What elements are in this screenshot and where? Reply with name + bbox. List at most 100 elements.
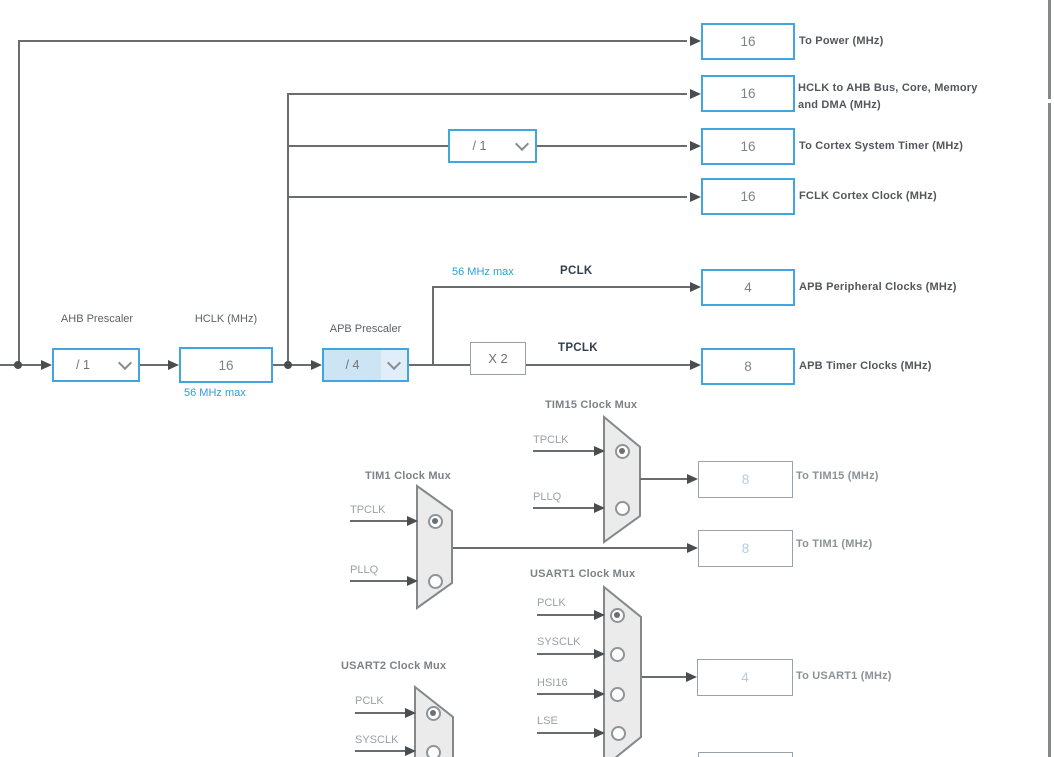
wire-tpclk xyxy=(526,364,690,366)
hclk-value: 16 xyxy=(218,357,234,373)
arrow-icon xyxy=(594,648,605,659)
partial-output-field xyxy=(698,752,793,757)
wire-usart2-sysclk xyxy=(355,750,405,752)
usart2-input-pclk-label: PCLK xyxy=(355,695,384,707)
to-usart1-label: To USART1 (MHz) xyxy=(796,670,892,682)
usart1-mux-input-radio-pclk[interactable] xyxy=(609,607,625,623)
usart2-mux-input-radio-pclk[interactable] xyxy=(425,705,441,721)
ahb-prescaler-label: AHB Prescaler xyxy=(60,313,134,325)
multiplier-value: X 2 xyxy=(488,351,508,366)
cortex-timer-label: To Cortex System Timer (MHz) xyxy=(799,140,964,152)
usart1-input-hsi16-label: HSI16 xyxy=(537,677,568,689)
usart1-input-pclk-label: PCLK xyxy=(537,597,566,609)
usart1-mux-input-radio-lse[interactable] xyxy=(610,725,626,741)
tim1-mux-title: TIM1 Clock Mux xyxy=(365,470,451,482)
to-usart1-field: 4 xyxy=(697,659,793,696)
hclk-field[interactable]: 16 xyxy=(179,347,273,383)
wire-usart1-out xyxy=(642,676,686,678)
tim15-input-tpclk-label: TPCLK xyxy=(533,434,569,446)
wire-pclk-branch xyxy=(432,286,434,366)
wire-apb-to-x2 xyxy=(408,364,470,366)
to-tim1-label: To TIM1 (MHz) xyxy=(796,538,873,550)
pclk-max-label: 56 MHz max xyxy=(452,266,514,278)
wire-hclk-to-apb xyxy=(273,364,311,366)
wire-usart2-pclk xyxy=(355,712,405,714)
to-power-field[interactable]: 16 xyxy=(701,23,795,60)
arrow-icon xyxy=(690,359,701,370)
arrow-icon xyxy=(594,445,605,456)
apb-timer-value: 8 xyxy=(744,359,752,374)
wire-to-power xyxy=(19,40,687,42)
usart1-mux-input-radio-sysclk[interactable] xyxy=(609,646,625,662)
fclk-value: 16 xyxy=(740,189,756,204)
junction-dot xyxy=(284,361,292,369)
scrollbar-track[interactable] xyxy=(1048,103,1051,757)
tim1-mux-shape xyxy=(416,484,453,610)
arrow-icon xyxy=(41,359,52,370)
arrow-icon xyxy=(407,575,418,586)
usart1-mux-title: USART1 Clock Mux xyxy=(530,568,636,580)
arrow-icon xyxy=(690,140,701,151)
tpclk-signal-label: TPCLK xyxy=(558,342,598,354)
tim15-mux-input-radio-tpclk[interactable] xyxy=(614,443,630,459)
apb-peripheral-field[interactable]: 4 xyxy=(701,269,795,306)
ahb-prescaler-dropdown[interactable]: / 1 xyxy=(52,348,140,382)
arrow-icon xyxy=(686,671,697,682)
wire-tim1-pllq xyxy=(350,580,407,582)
cortex-prescaler-dropdown[interactable]: / 1 xyxy=(448,129,537,163)
tim15-mux-input-radio-pllq[interactable] xyxy=(614,500,630,516)
arrow-icon xyxy=(594,688,605,699)
wire-tim15-pllq xyxy=(533,507,594,509)
wire-to-cortex-prescaler xyxy=(288,145,448,147)
arrow-icon xyxy=(594,609,605,620)
to-power-value: 16 xyxy=(740,34,756,49)
to-usart1-value: 4 xyxy=(741,670,749,685)
to-tim1-value: 8 xyxy=(741,541,750,556)
apb-prescaler-dropdown[interactable]: / 4 xyxy=(322,348,409,382)
wire-tim15-out xyxy=(640,478,687,480)
usart1-mux-input-radio-hsi16[interactable] xyxy=(609,686,625,702)
wire-power-vertical xyxy=(18,40,20,366)
apb-peripheral-value: 4 xyxy=(744,280,752,295)
to-tim1-field: 8 xyxy=(698,530,793,567)
tim15-mux-shape xyxy=(603,414,641,544)
hclk-max-label: 56 MHz max xyxy=(184,387,246,399)
arrow-icon xyxy=(405,745,416,756)
hclk-ahb-label-line2: and DMA (MHz) xyxy=(798,99,881,111)
apb-peripheral-label: APB Peripheral Clocks (MHz) xyxy=(799,281,957,293)
wire-tim1-out xyxy=(453,547,687,549)
wire-usart1-hsi16 xyxy=(537,693,594,695)
cortex-timer-value: 16 xyxy=(740,139,756,154)
arrow-icon xyxy=(407,515,418,526)
hclk-ahb-field[interactable]: 16 xyxy=(701,75,795,112)
usart2-mux-input-radio-sysclk[interactable] xyxy=(425,744,441,757)
arrow-icon xyxy=(690,35,701,46)
to-tim15-field: 8 xyxy=(698,461,793,498)
fclk-field[interactable]: 16 xyxy=(701,178,795,215)
tim1-input-tpclk-label: TPCLK xyxy=(350,504,386,516)
arrow-icon xyxy=(690,281,701,292)
wire-hclk-bus-vertical xyxy=(287,93,289,366)
ahb-prescaler-value: / 1 xyxy=(76,358,90,372)
arrow-icon xyxy=(687,473,698,484)
scrollbar-thumb[interactable] xyxy=(1048,0,1051,99)
chevron-zone xyxy=(509,131,535,161)
cortex-prescaler-value: / 1 xyxy=(472,139,487,153)
arrow-icon xyxy=(405,707,416,718)
arrow-icon xyxy=(594,727,605,738)
usart2-mux-title: USART2 Clock Mux xyxy=(341,660,447,672)
apb-timer-field[interactable]: 8 xyxy=(701,348,795,385)
to-tim15-label: To TIM15 (MHz) xyxy=(796,470,879,482)
tim1-mux-input-radio-tpclk[interactable] xyxy=(427,513,443,529)
tim1-mux-input-radio-pllq[interactable] xyxy=(427,573,443,589)
hclk-ahb-value: 16 xyxy=(740,86,756,101)
cortex-timer-field[interactable]: 16 xyxy=(701,128,795,165)
arrow-icon xyxy=(690,88,701,99)
to-power-label: To Power (MHz) xyxy=(799,35,884,47)
hclk-label: HCLK (MHz) xyxy=(194,313,258,325)
arrow-icon xyxy=(687,542,698,553)
chevron-down-icon xyxy=(386,355,402,371)
wire-usart1-pclk xyxy=(537,614,594,616)
